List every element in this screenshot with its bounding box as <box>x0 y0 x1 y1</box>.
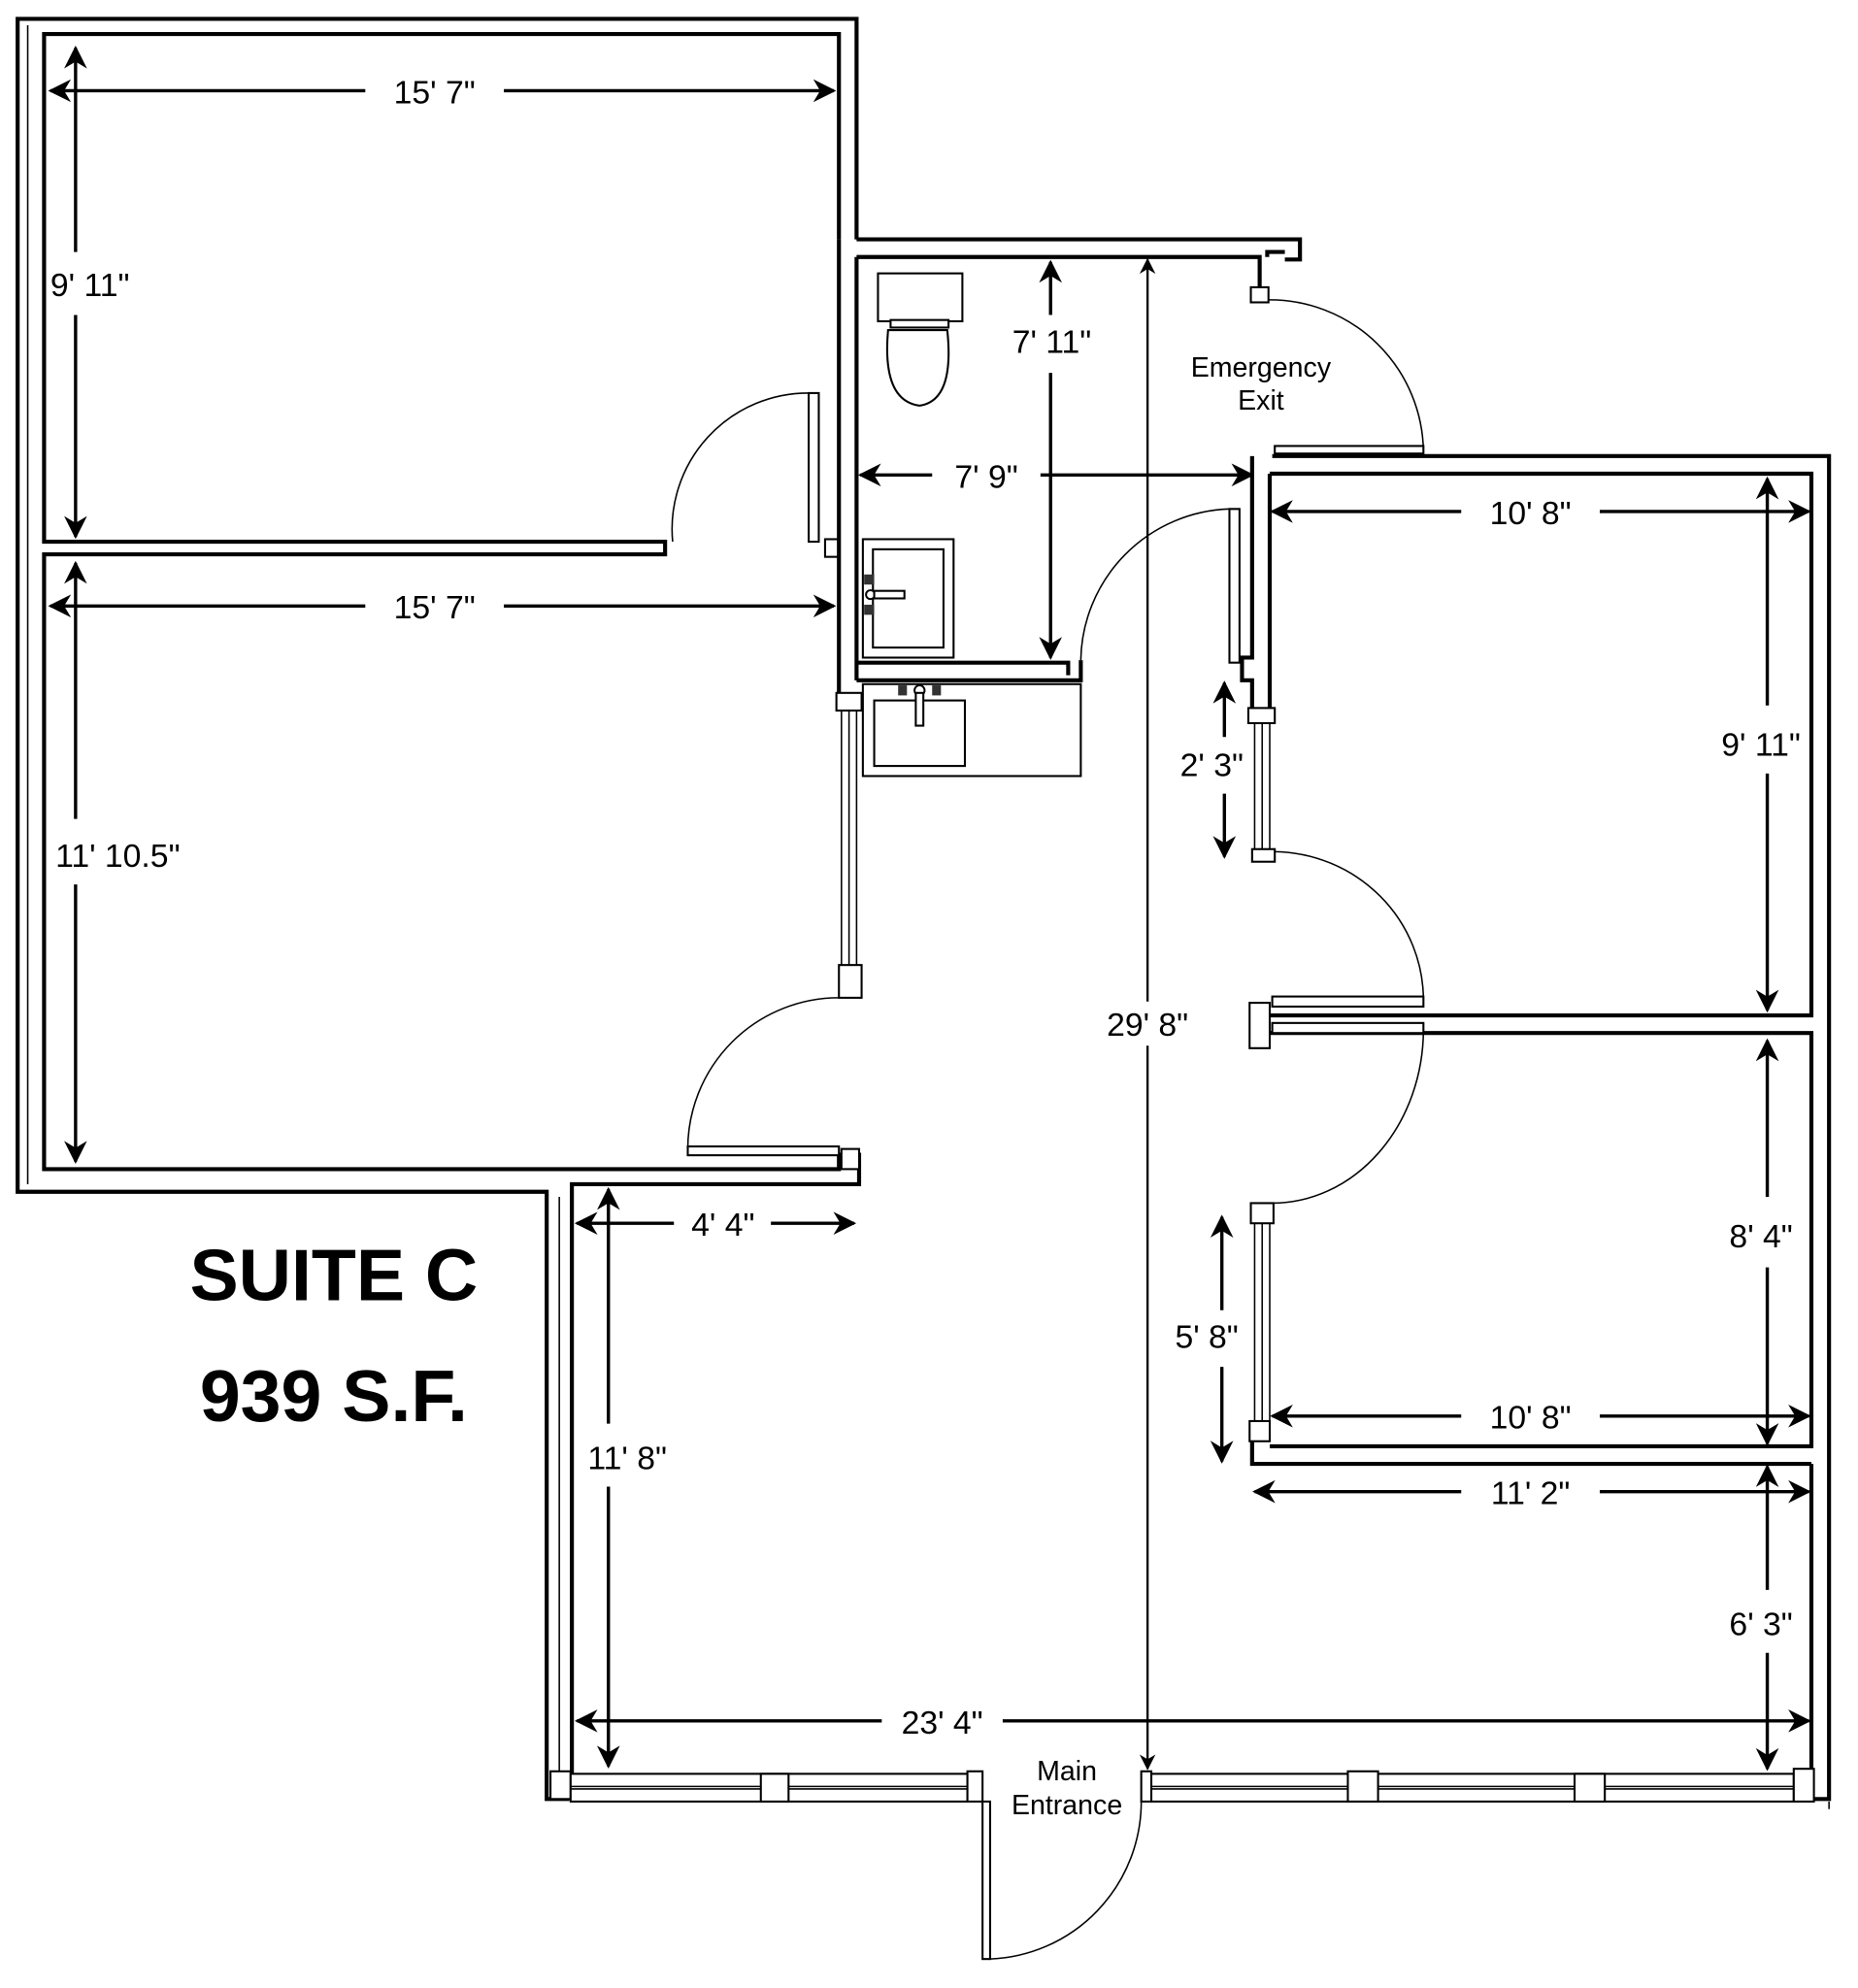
restroom-depth-label: 7' 11" <box>1012 323 1092 360</box>
reception-offset-label: 4' 4" <box>691 1207 754 1243</box>
office3-depth-label: 9' 11" <box>1721 727 1801 764</box>
main-entrance-label-2: Entrance <box>1012 1790 1122 1821</box>
front-room: 11' 2" 6' 3" <box>1252 1464 1814 1779</box>
overall-depth-label: 29' 8" <box>1107 1007 1188 1044</box>
emergency-exit-label-2: Exit <box>1238 385 1284 416</box>
storefront <box>549 1768 1815 1803</box>
sink-icon <box>861 538 955 659</box>
office4-depth-label: 8' 4" <box>1729 1218 1792 1255</box>
restroom: 7' 11" 7' 9" <box>856 259 1255 682</box>
kitchenette <box>861 682 1082 778</box>
office1-width-label: 15' 7" <box>394 74 476 111</box>
office-4: 8' 4" 5' 8" 10' 8" <box>1175 1021 1814 1467</box>
office2-depth-label: 11' 10.5" <box>55 838 180 875</box>
reception-depth-label: 11' 8" <box>587 1440 667 1476</box>
overall-depth-dimension: 29' 8" <box>1107 257 1188 1771</box>
office1-depth-label: 9' 11" <box>50 267 130 304</box>
emergency-exit: Emergency Exit <box>1191 285 1425 455</box>
suite-name: SUITE C <box>189 1234 478 1315</box>
office2-width-label: 15' 7" <box>394 589 476 626</box>
front-room-depth-label: 6' 3" <box>1729 1607 1792 1643</box>
overall-width-label: 23' 4" <box>902 1705 983 1741</box>
hall-wall-segment-label: 2' 3" <box>1180 746 1244 783</box>
office-3: 10' 8" 9' 11" 2' 3" <box>1180 455 1814 1049</box>
reception: 4' 4" 11' 8" 23' 4" <box>574 1186 1811 1769</box>
emergency-exit-label-1: Emergency <box>1191 352 1332 383</box>
main-entrance: Main Entrance <box>981 1756 1143 1961</box>
main-entrance-label-1: Main <box>1037 1756 1097 1787</box>
suite-area: 939 S.F. <box>200 1355 468 1437</box>
toilet-icon <box>877 272 964 407</box>
restroom-width-label: 7' 9" <box>954 458 1017 495</box>
front-room-width-label: 11' 2" <box>1491 1475 1571 1512</box>
suite-title-block: SUITE C 939 S.F. <box>189 1234 478 1437</box>
office-2: 15' 7" 11' 10.5" <box>48 239 863 1171</box>
office4-width-label: 10' 8" <box>1490 1400 1572 1437</box>
office3-width-label: 10' 8" <box>1490 495 1572 532</box>
office-1: 15' 7" 9' 11" <box>48 45 841 558</box>
exterior-walls <box>16 17 1832 1809</box>
office4-wall-segment-label: 5' 8" <box>1175 1319 1238 1356</box>
